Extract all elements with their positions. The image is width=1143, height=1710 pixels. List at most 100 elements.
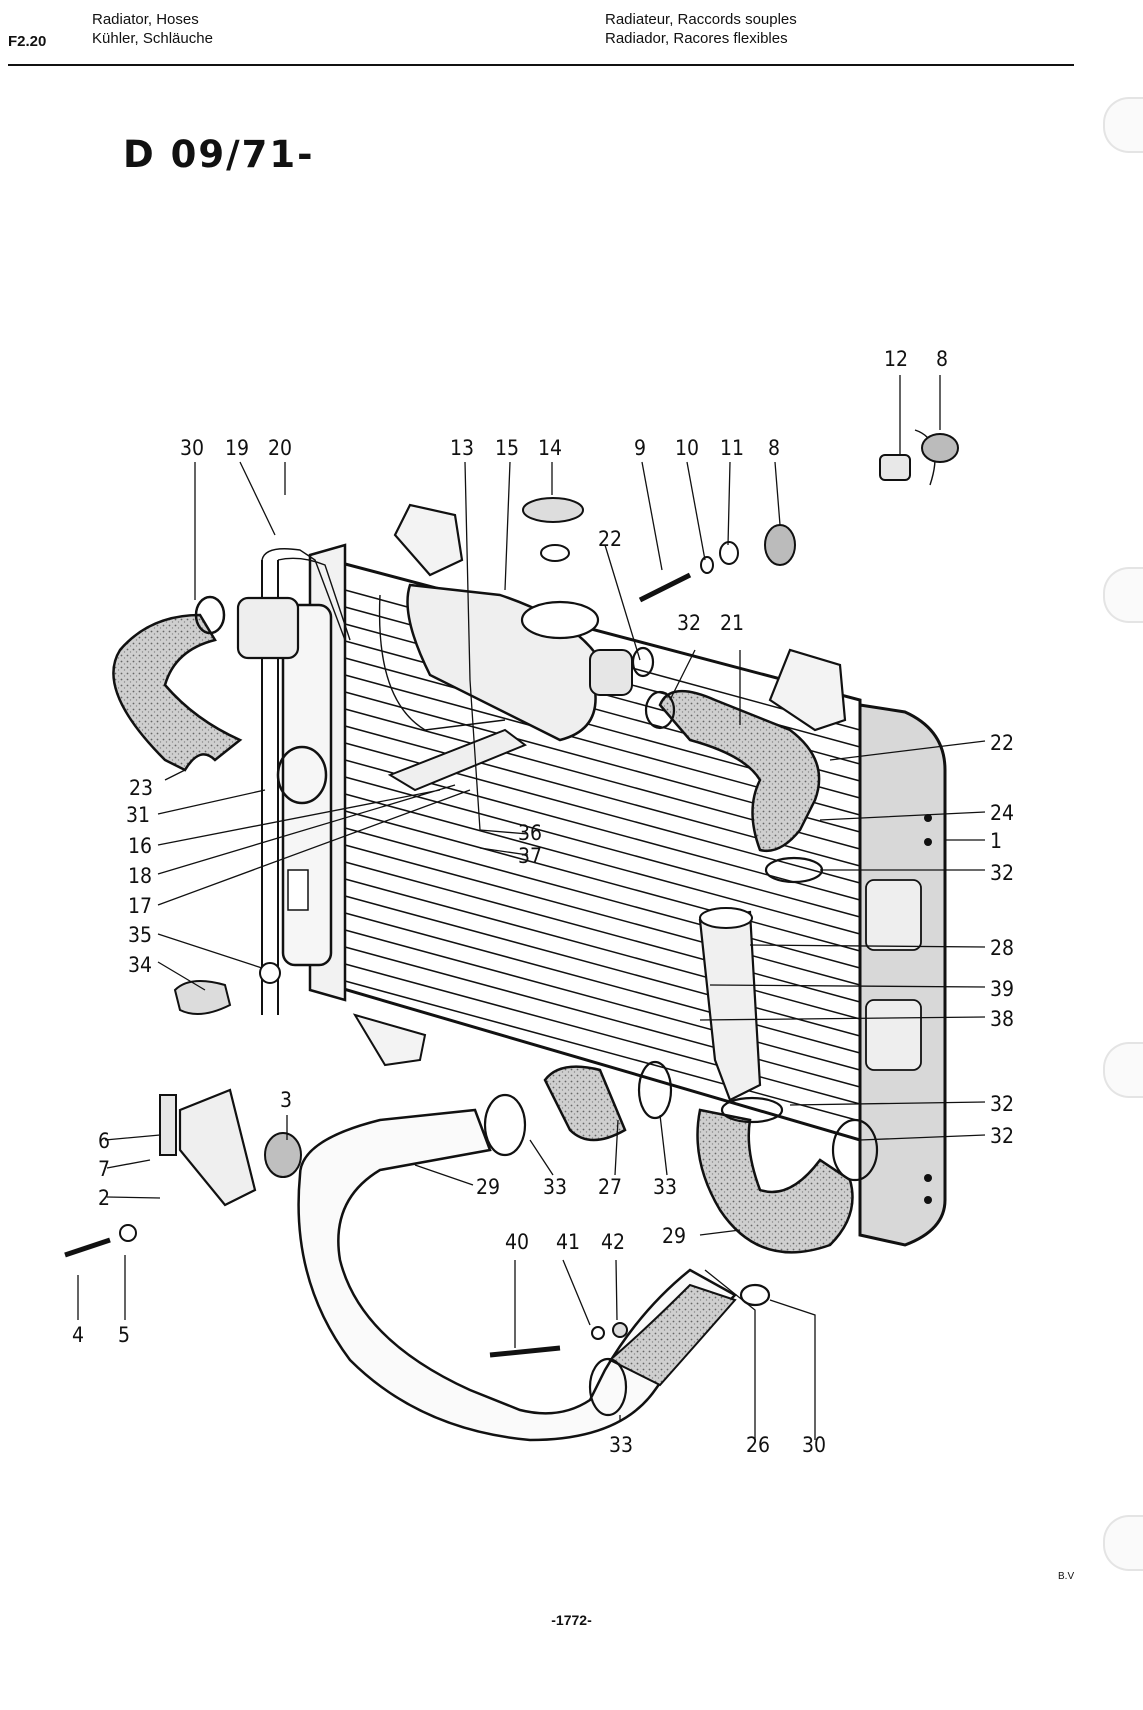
callout-label-6: 6 bbox=[98, 1129, 110, 1153]
title-english: Radiator, Hoses bbox=[92, 11, 199, 28]
rubber-mount-3 bbox=[264, 1132, 302, 1178]
callout-label-26: 26 bbox=[746, 1433, 770, 1457]
clamp-30-lower bbox=[739, 1283, 771, 1307]
title-english-german: Radiator, Hoses Kühler, Schläuche bbox=[92, 10, 213, 48]
callout-label-23: 23 bbox=[129, 776, 153, 800]
binder-hole-1 bbox=[1103, 97, 1143, 153]
sleeve-12 bbox=[879, 454, 911, 481]
callout-label-3: 3 bbox=[280, 1088, 292, 1112]
fin-line bbox=[344, 861, 861, 1003]
callout-label-41: 41 bbox=[556, 1230, 580, 1254]
callout-label-16: 16 bbox=[128, 834, 152, 858]
upper-hose-right bbox=[658, 689, 821, 853]
nut-42 bbox=[612, 1322, 628, 1338]
callout-label-33: 33 bbox=[653, 1175, 677, 1199]
title-french: Radiateur, Raccords souples bbox=[605, 11, 797, 28]
fin-line bbox=[344, 963, 861, 1105]
callout-label-4: 4 bbox=[72, 1323, 84, 1347]
callout-label-38: 38 bbox=[990, 1007, 1014, 1031]
tank-bracket bbox=[387, 728, 528, 792]
clamp-30-upper bbox=[194, 595, 226, 635]
callout-label-34: 34 bbox=[128, 953, 152, 977]
leader-lines bbox=[77, 375, 986, 1440]
bolt-6 bbox=[159, 1094, 177, 1156]
hose-26 bbox=[608, 1283, 737, 1387]
callout-label-27: 27 bbox=[598, 1175, 622, 1199]
callout-label-13: 13 bbox=[450, 436, 474, 460]
clamp-33-c bbox=[588, 1357, 628, 1417]
callout-label-8: 8 bbox=[936, 347, 948, 371]
callout-label-40: 40 bbox=[505, 1230, 529, 1254]
binder-hole-3 bbox=[1103, 1042, 1143, 1098]
upper-hose-left bbox=[112, 613, 243, 772]
clamp-33-a bbox=[483, 1093, 527, 1157]
callout-label-31: 31 bbox=[126, 803, 150, 827]
clamp-31 bbox=[276, 745, 328, 805]
callout-label-14: 14 bbox=[538, 436, 562, 460]
callout-label-18: 18 bbox=[128, 864, 152, 888]
fin-line bbox=[344, 946, 861, 1088]
callout-label-20: 20 bbox=[268, 436, 292, 460]
clamp-32-lower bbox=[831, 1118, 879, 1182]
fin-line bbox=[344, 895, 861, 1037]
binder-hole-4 bbox=[1103, 1515, 1143, 1571]
callout-label-29: 29 bbox=[476, 1175, 500, 1199]
fin-line bbox=[344, 844, 861, 986]
callout-label-21: 21 bbox=[720, 611, 744, 635]
callout-label-32: 32 bbox=[990, 1092, 1014, 1116]
callout-label-29: 29 bbox=[662, 1224, 686, 1248]
title-french-spanish: Radiateur, Raccords souples Radiador, Ra… bbox=[605, 10, 797, 48]
title-german: Kühler, Schläuche bbox=[92, 30, 213, 47]
mounting-bracket-2 bbox=[178, 1088, 257, 1207]
bolt-9 bbox=[638, 572, 692, 603]
hose-connector-left bbox=[236, 596, 300, 660]
bush-8-top bbox=[921, 433, 959, 463]
binder-hole-2 bbox=[1103, 567, 1143, 623]
callout-label-28: 28 bbox=[990, 936, 1014, 960]
cap-seal bbox=[540, 544, 570, 562]
expansion-tank bbox=[378, 583, 633, 742]
hose-27 bbox=[543, 1065, 627, 1142]
callout-label-9: 9 bbox=[634, 436, 646, 460]
callout-label-35: 35 bbox=[128, 923, 152, 947]
callout-label-36: 36 bbox=[518, 821, 542, 845]
callout-label-24: 24 bbox=[990, 801, 1014, 825]
callout-label-2: 2 bbox=[98, 1186, 110, 1210]
callout-label-5: 5 bbox=[118, 1323, 130, 1347]
model-label: D 09/71- bbox=[123, 133, 315, 176]
callout-label-1: 1 bbox=[990, 829, 1002, 853]
callout-label-11: 11 bbox=[720, 436, 744, 460]
mount-bracket-bottom bbox=[352, 1013, 427, 1067]
callout-label-30: 30 bbox=[802, 1433, 826, 1457]
callout-label-15: 15 bbox=[495, 436, 519, 460]
fin-line bbox=[344, 912, 861, 1054]
fin-line bbox=[344, 793, 861, 935]
page-number: -1772- bbox=[551, 1612, 592, 1628]
fin-line bbox=[344, 980, 861, 1122]
callout-label-39: 39 bbox=[990, 977, 1014, 1001]
callout-label-30: 30 bbox=[180, 436, 204, 460]
callout-label-37: 37 bbox=[518, 844, 542, 868]
callout-label-19: 19 bbox=[225, 436, 249, 460]
callout-label-22: 22 bbox=[990, 731, 1014, 755]
callout-label-12: 12 bbox=[884, 347, 908, 371]
section-code: F2.20 bbox=[8, 33, 47, 50]
washer-41 bbox=[591, 1326, 605, 1340]
callout-label-33: 33 bbox=[543, 1175, 567, 1199]
lower-hose-right bbox=[696, 1108, 854, 1254]
bolt-4 bbox=[64, 1237, 111, 1258]
fin-line bbox=[344, 929, 861, 1071]
lower-pipe-29 bbox=[297, 1108, 738, 1442]
fin-line bbox=[344, 878, 861, 1020]
radiator-side-tank bbox=[858, 703, 947, 1247]
callout-label-17: 17 bbox=[128, 894, 152, 918]
callout-label-32: 32 bbox=[990, 1124, 1014, 1148]
callout-label-8: 8 bbox=[768, 436, 780, 460]
washer-10 bbox=[700, 556, 714, 574]
washer-5 bbox=[119, 1224, 137, 1242]
drain-plug bbox=[173, 980, 232, 1015]
callout-label-7: 7 bbox=[98, 1157, 110, 1181]
callout-label-32: 32 bbox=[990, 861, 1014, 885]
